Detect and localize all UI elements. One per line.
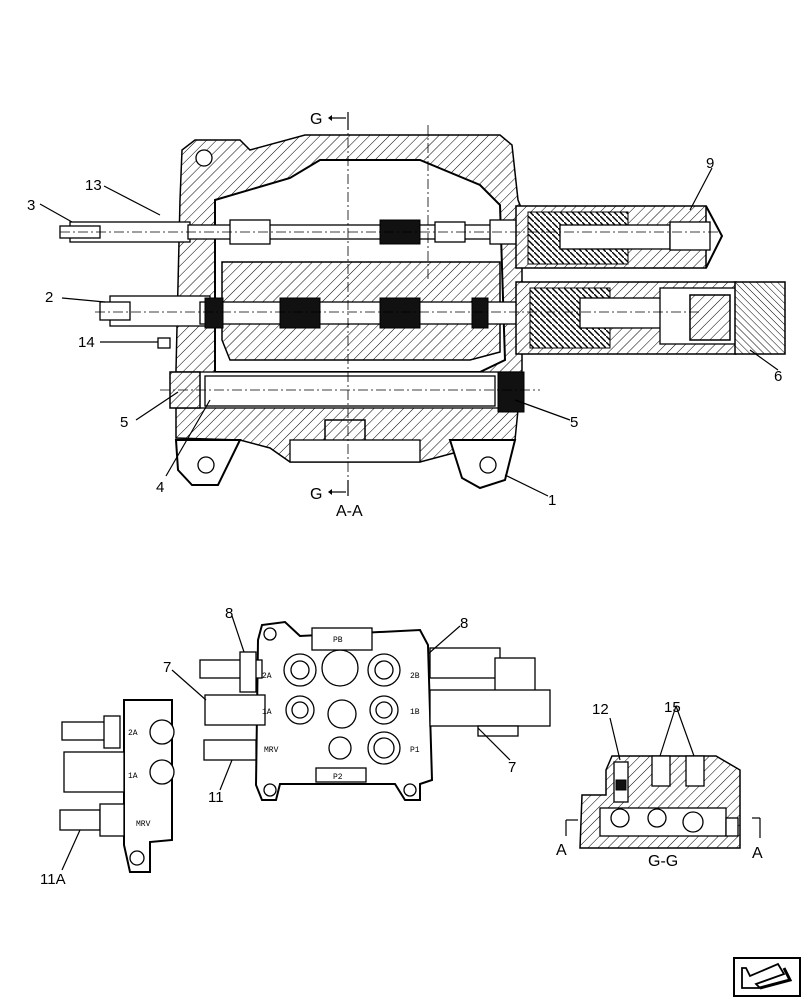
label-p1: P1: [410, 746, 420, 755]
callout-8-left: 8: [225, 605, 233, 622]
label-pb: PB: [333, 636, 343, 645]
callout-5-right: 5: [570, 414, 578, 431]
callout-8-right: 8: [460, 615, 468, 632]
callout-11: 11: [208, 789, 224, 806]
callout-14: 14: [78, 334, 95, 351]
side-label-2a: 2A: [128, 729, 138, 738]
valve-front-view: PB 2A 2B 1A 1B MRV P1 P2 8 8 7 7 11: [163, 605, 551, 806]
section-gg-label: G-G: [648, 853, 678, 870]
label-1a: 1A: [262, 708, 272, 717]
callout-2: 2: [45, 289, 53, 306]
previous-page-arrow-icon[interactable]: [733, 957, 801, 997]
callout-1: 1: [548, 492, 556, 509]
callout-11a: 11A: [40, 871, 66, 888]
callout-7-right: 7: [508, 759, 516, 776]
section-gg-view: 12 15 A A G-G: [556, 699, 763, 870]
callout-15: 15: [664, 699, 681, 716]
section-aa-view: G G A-A 3 2 13 14 5 4 5 1 9 6: [27, 111, 786, 520]
callout-9: 9: [706, 155, 714, 172]
cut-label-a-right: A: [752, 845, 763, 862]
cut-label-g-bottom: G: [310, 486, 322, 503]
callout-5-left: 5: [120, 414, 128, 431]
valve-side-view: 2A 1A MRV 11A: [40, 699, 175, 888]
cut-label-a-left: A: [556, 842, 567, 859]
callout-13: 13: [85, 177, 102, 194]
mount-hole-top: [195, 149, 213, 167]
callout-4: 4: [156, 479, 164, 496]
callout-12: 12: [592, 701, 609, 718]
cut-label-g-top: G: [310, 111, 322, 128]
side-label-mrv: MRV: [136, 820, 151, 829]
label-mrv: MRV: [264, 746, 279, 755]
label-2b: 2B: [410, 672, 420, 681]
callout-3: 3: [27, 197, 35, 214]
side-label-1a: 1A: [128, 772, 138, 781]
callout-6: 6: [774, 368, 782, 385]
label-1b: 1B: [410, 708, 420, 717]
label-2a: 2A: [262, 672, 272, 681]
section-aa-label: A-A: [336, 503, 363, 520]
label-p2: P2: [333, 773, 343, 782]
callout-7-left: 7: [163, 659, 171, 676]
